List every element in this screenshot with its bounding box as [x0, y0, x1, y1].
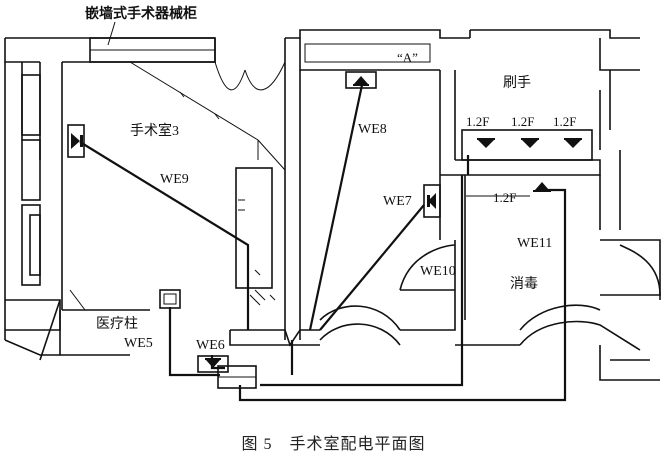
- label-we11: WE11: [517, 236, 552, 251]
- labels: 嵌墙式手术器械柜 “A” 手术室3 刷手 消毒 WE9 WE8 WE7 WE10…: [85, 5, 576, 353]
- wiring: [79, 61, 567, 402]
- label-quote-a: “A”: [397, 50, 418, 65]
- label-height-4: 1.2F: [493, 190, 516, 205]
- label-we7: WE7: [383, 194, 412, 209]
- label-height-2: 1.2F: [511, 114, 534, 129]
- brush-fixture-1: [477, 138, 495, 148]
- we7-fixture: [423, 184, 441, 218]
- distribution-panel: [217, 365, 257, 389]
- label-we5: WE5: [124, 336, 153, 351]
- label-medical-column: 医疗柱: [96, 316, 138, 332]
- label-height-1: 1.2F: [466, 114, 489, 129]
- label-we9: WE9: [160, 172, 189, 187]
- label-cabinet: 嵌墙式手术器械柜: [85, 5, 197, 22]
- we6-fixture: [197, 355, 229, 373]
- label-we6: WE6: [196, 338, 225, 353]
- label-room-disinfect: 消毒: [510, 276, 538, 292]
- label-room-brush: 刷手: [503, 75, 531, 91]
- medical-column: [159, 289, 181, 309]
- floor-plan: 嵌墙式手术器械柜 “A” 手术室3 刷手 消毒 WE9 WE8 WE7 WE10…: [4, 5, 661, 402]
- brush-fixture-3: [564, 138, 582, 148]
- we8-fixture: [345, 71, 377, 89]
- label-height-3: 1.2F: [553, 114, 576, 129]
- label-we8: WE8: [358, 122, 387, 137]
- devices: [67, 71, 582, 389]
- figure-caption: 图 5 手术室配电平面图: [241, 436, 426, 453]
- we9-fixture: [67, 124, 85, 158]
- walls: [4, 29, 661, 381]
- we11-fixture: [533, 182, 551, 192]
- label-room-or3: 手术室3: [130, 122, 179, 139]
- brush-fixture-2: [521, 138, 539, 148]
- label-we10: WE10: [420, 264, 456, 279]
